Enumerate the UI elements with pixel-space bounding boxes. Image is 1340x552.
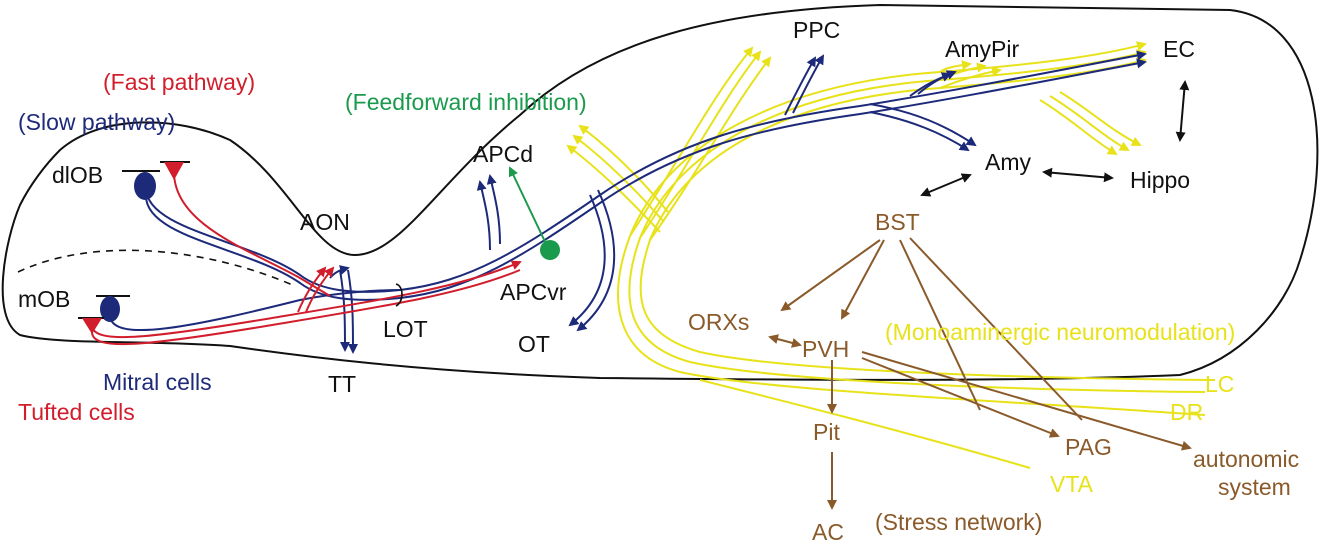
bst-label: BST (875, 209, 920, 235)
limbic-connections (920, 80, 1190, 197)
ac-label: AC (812, 519, 844, 545)
mob-mitral-cell (96, 295, 130, 322)
ec-label: EC (1163, 36, 1195, 62)
mob-tufted-cell (78, 317, 104, 334)
amy-label: Amy (985, 149, 1032, 175)
mob-label: mOB (18, 286, 70, 312)
apcvr-label: APCvr (500, 279, 567, 305)
mitral-cells-label: Mitral cells (103, 369, 212, 395)
stress-network-label: (Stress network) (875, 509, 1042, 535)
lot-label: LOT (383, 316, 428, 342)
pag-label: PAG (1065, 434, 1112, 460)
interneuron-soma (540, 240, 560, 260)
monoaminergic-label: (Monoaminergic neuromodulation) (885, 319, 1235, 345)
feedforward-arrow (508, 166, 549, 249)
dlob-label: dlOB (52, 162, 103, 188)
orxs-label: ORXs (688, 309, 749, 335)
stress-network (768, 237, 1192, 510)
dlob-mitral-cell (122, 170, 160, 200)
mitral-pathway (109, 50, 1147, 354)
dr-label: DR (1170, 399, 1203, 425)
pit-label: Pit (813, 419, 840, 445)
aon-label: AON (300, 209, 350, 235)
vta-label: VTA (1050, 471, 1094, 497)
tufted-cells-label: Tufted cells (18, 399, 135, 425)
ppc-label: PPC (793, 17, 840, 43)
apcd-label: APCd (473, 141, 533, 167)
tufted-pathway (91, 171, 522, 346)
pvh-label: PVH (802, 336, 849, 362)
ot-label: OT (518, 331, 550, 357)
brain-outline (1, 3, 1319, 381)
tt-label: TT (328, 371, 356, 397)
monoamine-fibers (566, 41, 1216, 469)
hippo-label: Hippo (1130, 167, 1190, 193)
fast-pathway-label: (Fast pathway) (103, 69, 255, 95)
feedforward-label: (Feedforward inhibition) (345, 89, 587, 115)
autonomic-label-line2: system (1218, 474, 1291, 500)
dlob-tufted-cell (160, 161, 190, 180)
autonomic-label-line1: autonomic (1193, 446, 1299, 472)
ob-divider-dashed (17, 249, 296, 287)
lc-label: LC (1205, 371, 1234, 397)
lot-bundle-marker (395, 283, 403, 307)
slow-pathway-label: (Slow pathway) (18, 109, 175, 135)
amypir-label: AmyPir (945, 36, 1019, 62)
